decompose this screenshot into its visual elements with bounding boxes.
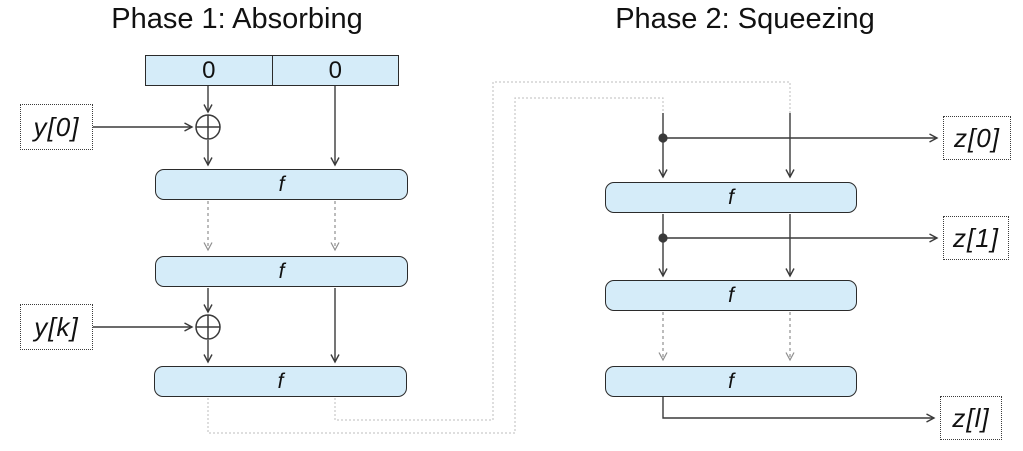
loop-path-right-column — [334, 81, 791, 421]
f-box-squeeze-2: f — [605, 280, 857, 311]
f-box-absorb-2: f — [155, 256, 408, 287]
f-box-squeeze-3: f — [605, 366, 857, 397]
f-box-squeeze-1: f — [605, 182, 857, 213]
f-box-absorb-1: f — [155, 169, 408, 200]
feedback-loop-lines — [207, 81, 791, 434]
initial-state-box: 0 0 — [145, 55, 399, 86]
branch-dot-z0 — [658, 133, 668, 143]
xor2-icon — [195, 314, 221, 340]
output-block-zl: z[l] — [940, 396, 1002, 440]
xor1-icon — [195, 114, 221, 140]
loop-path-left-column — [207, 97, 664, 434]
f-box-absorb-3: f — [154, 366, 407, 397]
input-block-y0: y[0] — [20, 104, 93, 150]
branch-dot-z1 — [658, 233, 668, 243]
phase1-title: Phase 1: Absorbing — [111, 3, 363, 35]
output-block-z0: z[0] — [943, 116, 1011, 160]
arrow-f6-to-zl — [662, 397, 936, 423]
phase2-title: Phase 2: Squeezing — [615, 3, 875, 35]
phase2-dashed-arrows — [658, 312, 795, 362]
phase2-arrows — [658, 113, 939, 423]
initial-state-cell-right: 0 — [328, 56, 342, 84]
output-block-z1: z[1] — [943, 216, 1009, 260]
input-block-yk: y[k] — [20, 304, 93, 350]
phase1-arrows — [93, 86, 340, 364]
initial-state-cell-left: 0 — [146, 56, 273, 85]
phase1-dashed-arrows — [203, 201, 340, 252]
